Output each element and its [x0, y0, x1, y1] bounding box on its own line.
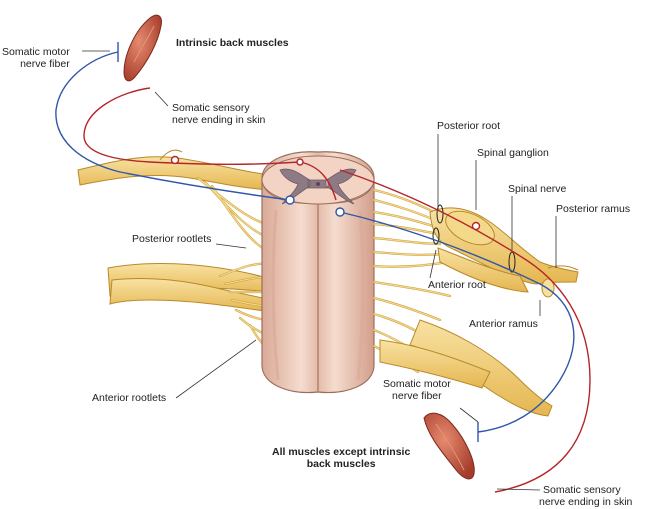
posterior-root-label: Posterior root — [437, 120, 501, 132]
label-line: Somatic motor — [383, 378, 451, 390]
left-lower-nerve-trunks — [107, 263, 273, 313]
intrinsic-back-muscle — [123, 14, 162, 82]
somatic-motor-fiber-bottom-label: Somatic motor nerve fiber — [383, 378, 451, 402]
spinal-nerve-right — [379, 204, 579, 417]
label-line: nerve ending in skin — [539, 496, 633, 508]
motor-fibers — [55, 42, 575, 442]
anterior-rootlets-label: Anterior rootlets — [92, 392, 167, 404]
somatic-sensory-top-label: Somatic sensory nerve ending in skin — [172, 102, 265, 126]
label-line: nerve ending in skin — [172, 114, 266, 126]
posterior-rootlets-label: Posterior rootlets — [132, 233, 212, 245]
label-line: Somatic sensory — [172, 102, 250, 114]
label-line: nerve fiber — [392, 390, 442, 402]
label-line: All muscles except intrinsic — [272, 446, 411, 458]
spinal-cord — [261, 151, 375, 394]
leader-lines — [82, 50, 557, 491]
limb-muscle — [423, 412, 475, 480]
anterior-ramus-label: Anterior ramus — [469, 318, 538, 330]
label-line: back muscles — [306, 458, 376, 470]
label-line: nerve fiber — [20, 58, 70, 70]
label-line: Somatic sensory — [543, 484, 621, 496]
intrinsic-back-muscles-label: Intrinsic back muscles — [176, 37, 289, 49]
posterior-ramus-label: Posterior ramus — [556, 203, 631, 215]
anterior-root-label: Anterior root — [428, 279, 486, 291]
grey-matter — [279, 168, 357, 205]
label-line: Somatic motor — [2, 46, 70, 58]
spinal-nerve-label: Spinal nerve — [508, 183, 567, 195]
left-rootlets-fill — [197, 177, 271, 351]
sensory-fibers — [83, 87, 591, 493]
somatic-sensory-bottom-label: Somatic sensory nerve ending in skin — [539, 484, 632, 508]
spinal-ganglion-label: Spinal ganglion — [477, 147, 549, 159]
all-muscles-except-label: All muscles except intrinsic back muscle… — [272, 446, 410, 470]
somatic-motor-fiber-top-label: Somatic motor nerve fiber — [2, 46, 70, 70]
